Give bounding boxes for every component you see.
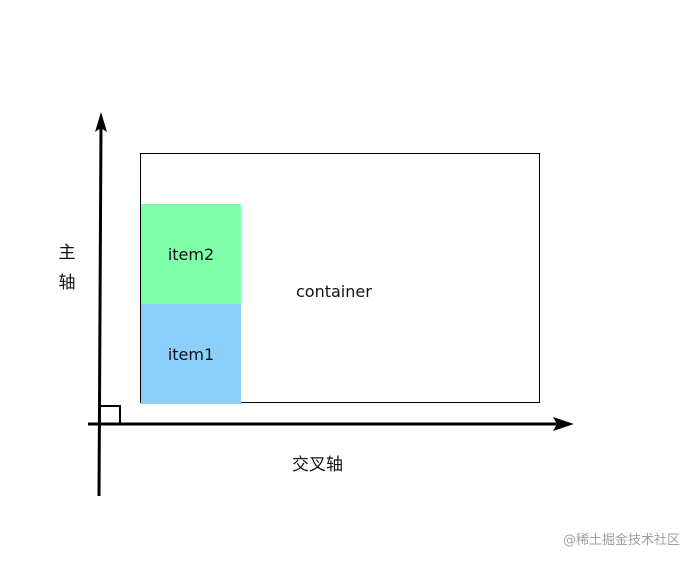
item2-label: item2 bbox=[167, 244, 215, 264]
cross-axis-label: 交叉轴 bbox=[292, 455, 343, 475]
item1-label: item1 bbox=[167, 344, 215, 364]
main-axis-arrowhead bbox=[95, 112, 107, 132]
main-axis-label: 主轴 bbox=[58, 243, 76, 293]
main-axis-line bbox=[97, 125, 103, 497]
right-angle-marker bbox=[100, 405, 121, 424]
item2-box: item2 bbox=[141, 204, 241, 304]
container-box: item2 item1 container bbox=[140, 153, 540, 404]
container-label: container bbox=[296, 282, 372, 301]
cross-axis-arrowhead bbox=[553, 417, 574, 431]
item1-box: item1 bbox=[141, 304, 241, 404]
watermark: @稀土掘金技术社区 bbox=[562, 533, 680, 548]
